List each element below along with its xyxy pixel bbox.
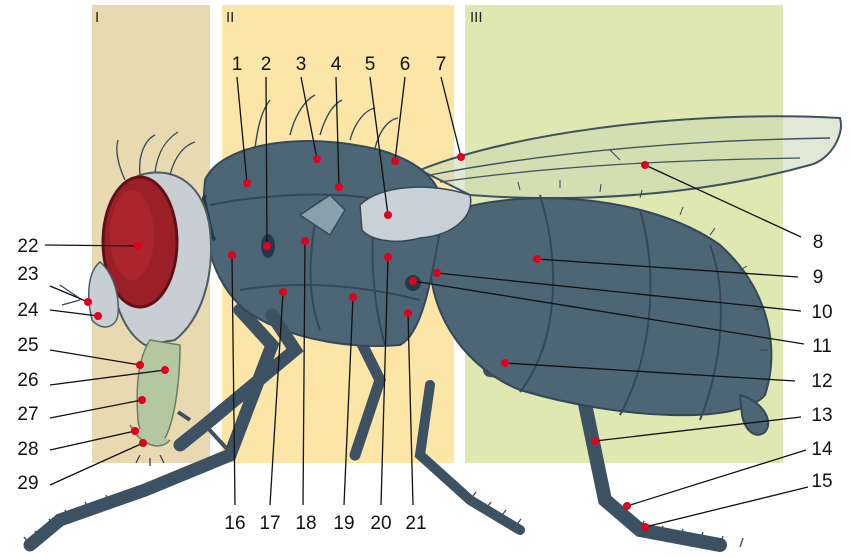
- label-29: 29: [17, 473, 38, 494]
- label-5: 5: [365, 54, 376, 75]
- marker-5: [384, 211, 392, 219]
- marker-23: [84, 298, 92, 306]
- label-22: 22: [17, 236, 38, 257]
- label-21: 21: [405, 513, 426, 534]
- label-13: 13: [811, 405, 832, 426]
- marker-11: [409, 277, 417, 285]
- label-23: 23: [17, 264, 38, 285]
- label-3: 3: [296, 54, 307, 75]
- label-12: 12: [811, 371, 832, 392]
- label-6: 6: [400, 54, 411, 75]
- marker-24: [94, 312, 102, 320]
- marker-13: [591, 437, 599, 445]
- marker-22: [134, 242, 142, 250]
- label-1: 1: [232, 54, 243, 75]
- marker-14: [623, 502, 631, 510]
- label-25: 25: [17, 335, 38, 356]
- marker-28: [131, 427, 139, 435]
- marker-2: [263, 242, 271, 250]
- marker-1: [243, 179, 251, 187]
- label-19: 19: [333, 513, 354, 534]
- marker-10: [433, 269, 441, 277]
- section-label-1: I: [95, 9, 99, 26]
- marker-7: [457, 153, 465, 161]
- label-4: 4: [331, 54, 342, 75]
- section-label-2: II: [226, 9, 234, 26]
- label-14: 14: [811, 439, 833, 460]
- marker-12: [501, 359, 509, 367]
- marker-25: [136, 361, 144, 369]
- marker-20: [384, 253, 392, 261]
- label-18: 18: [295, 513, 316, 534]
- label-16: 16: [224, 513, 245, 534]
- marker-29: [139, 439, 147, 447]
- label-15: 15: [811, 471, 832, 492]
- marker-26: [161, 366, 169, 374]
- label-2: 2: [261, 54, 272, 75]
- label-17: 17: [259, 513, 280, 534]
- section-label-3: III: [470, 9, 483, 26]
- label-27: 27: [17, 404, 38, 425]
- marker-27: [138, 396, 146, 404]
- label-24: 24: [17, 300, 39, 321]
- label-7: 7: [436, 54, 447, 75]
- label-10: 10: [811, 302, 832, 323]
- marker-3: [313, 155, 321, 163]
- marker-16: [228, 251, 236, 259]
- marker-18: [301, 237, 309, 245]
- label-8: 8: [813, 232, 824, 253]
- marker-17: [279, 288, 287, 296]
- marker-4: [335, 183, 343, 191]
- marker-9: [533, 255, 541, 263]
- label-11: 11: [812, 336, 832, 357]
- marker-6: [391, 157, 399, 165]
- marker-21: [404, 309, 412, 317]
- label-9: 9: [813, 267, 824, 288]
- marker-19: [349, 293, 357, 301]
- marker-15: [641, 523, 649, 531]
- label-20: 20: [370, 513, 391, 534]
- label-28: 28: [17, 439, 38, 460]
- label-26: 26: [17, 370, 38, 391]
- marker-8: [641, 161, 649, 169]
